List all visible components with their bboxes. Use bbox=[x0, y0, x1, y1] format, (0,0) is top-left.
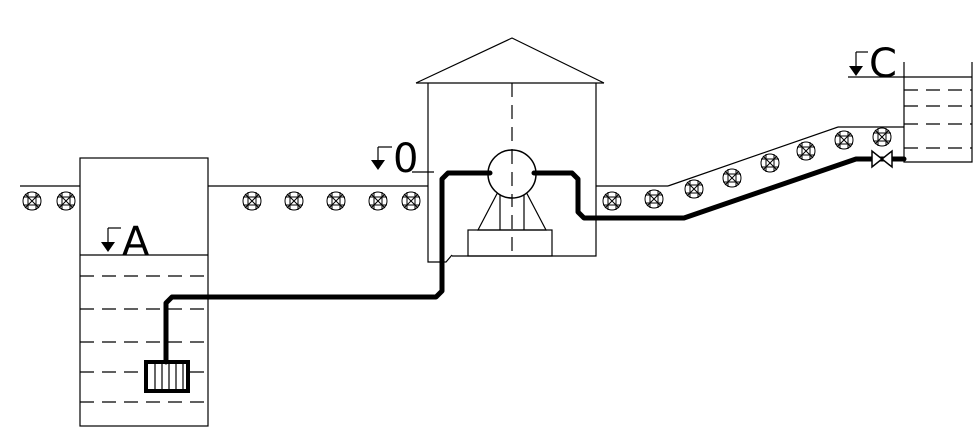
foot-strainer bbox=[144, 360, 190, 393]
suction-pipe bbox=[163, 170, 493, 365]
ground-line bbox=[20, 126, 904, 187]
level-label-a: A bbox=[122, 219, 150, 265]
level-marker-c: C bbox=[849, 41, 897, 87]
pump bbox=[467, 149, 553, 257]
level-marker-0: 0 bbox=[371, 136, 418, 182]
suction-tank bbox=[79, 157, 209, 427]
delivery-tank bbox=[848, 62, 973, 163]
level-label-0: 0 bbox=[393, 136, 418, 182]
soil-hatching bbox=[22, 127, 892, 211]
valve bbox=[871, 149, 893, 169]
level-marker-a: A bbox=[101, 219, 150, 265]
delivery-pipe bbox=[531, 156, 907, 221]
level-label-c: C bbox=[869, 41, 897, 87]
